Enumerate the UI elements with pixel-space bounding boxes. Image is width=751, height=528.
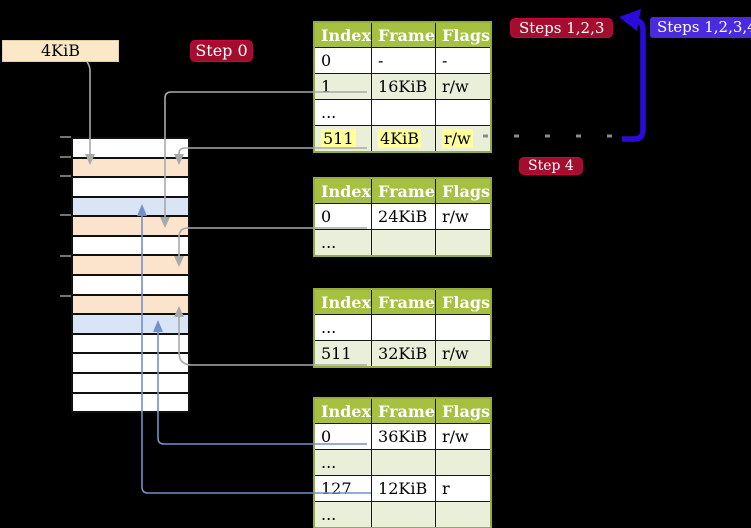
index-cell: ... (313, 229, 373, 257)
flags-cell: r (435, 475, 492, 502)
index-column-header: Index (313, 177, 373, 204)
highlighted-value: 4KiB (378, 129, 422, 148)
arrowhead-left-icon (619, 9, 641, 31)
table-row: 511 32KiB r/w (313, 340, 492, 368)
page-table-4: Index Frame Flags 0 36KiB r/w ... 127 12… (313, 397, 493, 528)
index-cell: 0 (313, 423, 373, 450)
flags-cell: - (435, 47, 492, 74)
table-header-row: Index Frame Flags (313, 397, 492, 424)
table-row: 1 16KiB r/w (313, 73, 492, 100)
memory-frame-row-plain (73, 139, 188, 159)
table-row: 127 12KiB r (313, 475, 492, 502)
frame-column-header: Frame (371, 397, 437, 424)
table-row: ... (313, 229, 492, 257)
step0-badge: Step 0 (190, 40, 253, 62)
index-cell: 127 (313, 475, 373, 502)
table-header-row: Index Frame Flags (313, 177, 492, 204)
physical-memory-column (71, 137, 190, 413)
page-table-3: Index Frame Flags ... 511 32KiB r/w (313, 288, 493, 368)
frame-column-header: Frame (371, 21, 437, 48)
index-cell: ... (313, 449, 373, 476)
flags-cell: r/w (435, 125, 492, 153)
frame-cell: 16KiB (371, 73, 437, 100)
table-row: 0 - - (313, 47, 492, 74)
memory-frame-row-peach (73, 256, 188, 277)
flags-cell (435, 449, 492, 476)
flags-column-header: Flags (435, 288, 492, 315)
flags-column-header: Flags (435, 21, 492, 48)
table-row: ... (313, 501, 492, 528)
memory-frame-row-peach (73, 158, 188, 179)
index-cell: 511 (313, 340, 373, 368)
flags-cell (435, 99, 492, 126)
memory-frame-row-plain (73, 236, 188, 257)
flags-cell (435, 229, 492, 257)
frame-column-header: Frame (371, 177, 437, 204)
steps1234-badge: Steps 1,2,3,4 (650, 17, 751, 38)
memory-frame-row-peach (73, 217, 188, 237)
table-row: 0 36KiB r/w (313, 423, 492, 450)
step4-badge: Step 4 (519, 157, 583, 175)
flags-cell: r/w (435, 423, 492, 450)
index-cell: ... (313, 99, 373, 126)
table-row: ... (313, 99, 492, 126)
memory-frame-row-blue (73, 315, 188, 335)
index-cell: 0 (313, 203, 373, 230)
memory-frame-row-plain (73, 276, 188, 296)
frame-cell: 32KiB (371, 340, 437, 368)
recursive-loop-arrow (622, 17, 646, 142)
index-column-header: Index (313, 288, 373, 315)
steps123-badge: Steps 1,2,3 (510, 18, 614, 38)
frame-cell (371, 229, 437, 257)
index-cell: 511 (313, 125, 373, 153)
memory-frame-row-plain (73, 393, 188, 412)
index-cell: ... (313, 314, 373, 341)
memory-frame-row-blue (73, 197, 188, 218)
table-row: ... (313, 314, 492, 341)
flags-cell (435, 501, 492, 528)
frame-cell: 24KiB (371, 203, 437, 230)
memory-frame-row-plain (73, 178, 188, 198)
flags-cell (435, 314, 492, 341)
highlighted-value: r/w (442, 129, 473, 148)
memory-frame-row-plain (73, 334, 188, 355)
index-column-header: Index (313, 21, 373, 48)
frame-cell: - (371, 47, 437, 74)
highlighted-value: 511 (321, 129, 356, 148)
table-header-row: Index Frame Flags (313, 288, 492, 315)
frame-cell: 12KiB (371, 475, 437, 502)
index-cell: 0 (313, 47, 373, 74)
table-row-highlighted: 511 4KiB r/w (313, 125, 492, 153)
index-column-header: Index (313, 397, 373, 424)
frame-column-header: Frame (371, 288, 437, 315)
table-header-row: Index Frame Flags (313, 21, 492, 48)
flags-cell: r/w (435, 73, 492, 100)
memory-frame-row-plain (73, 373, 188, 394)
flags-column-header: Flags (435, 177, 492, 204)
frame-cell: 4KiB (371, 125, 437, 153)
frame-cell (371, 314, 437, 341)
index-cell: ... (313, 501, 373, 528)
table-row: ... (313, 449, 492, 476)
frame-cell: 36KiB (371, 423, 437, 450)
index-cell: 1 (313, 73, 373, 100)
memory-frame-row-plain (73, 354, 188, 374)
flags-cell: r/w (435, 340, 492, 368)
page-table-2: Index Frame Flags 0 24KiB r/w ... (313, 177, 493, 257)
page-table-1: Index Frame Flags 0 - - 1 16KiB r/w ... … (313, 21, 493, 153)
frame-address-label: 4KiB (2, 40, 119, 62)
flags-column-header: Flags (435, 397, 492, 424)
frame-cell (371, 449, 437, 476)
frame-cell (371, 501, 437, 528)
table-row: 0 24KiB r/w (313, 203, 492, 230)
memory-frame-row-peach (73, 295, 188, 316)
flags-cell: r/w (435, 203, 492, 230)
frame-cell (371, 99, 437, 126)
address-tick-marks (60, 136, 71, 297)
